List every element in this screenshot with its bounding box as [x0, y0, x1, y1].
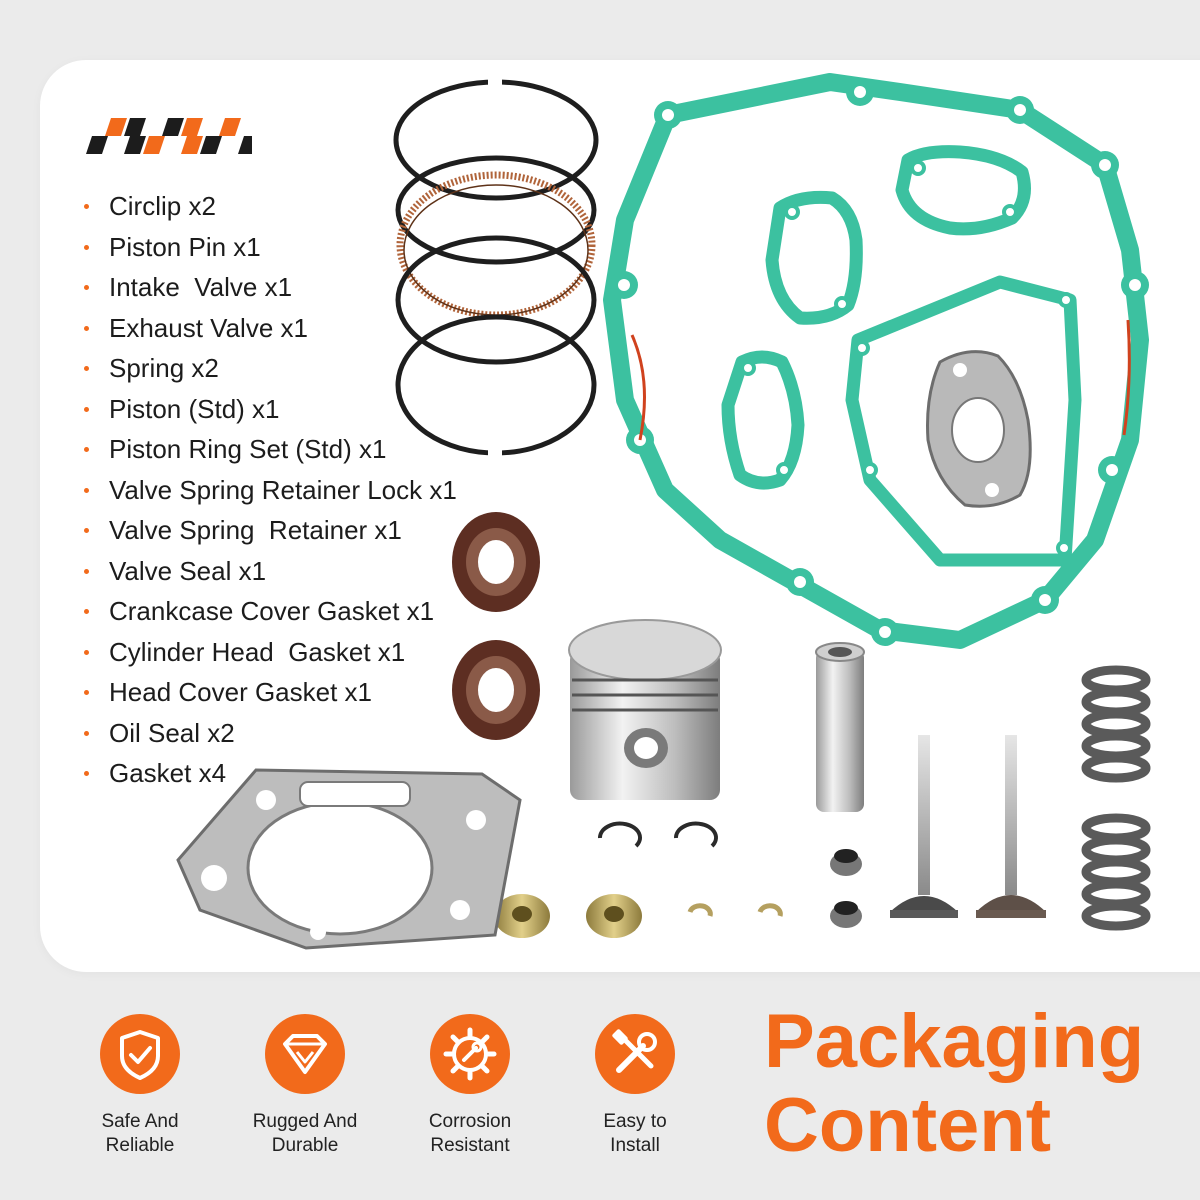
oil-seals	[452, 512, 540, 740]
packaging-content-title: Packaging Content	[764, 999, 1145, 1168]
list-item: Valve Spring Retainer x1	[84, 510, 457, 551]
parts-list: Circlip x2 Piston Pin x1 Intake Valve x1…	[84, 186, 457, 794]
list-item: Exhaust Valve x1	[84, 308, 457, 349]
bullet-icon	[84, 204, 89, 209]
piston-pin	[815, 642, 865, 812]
circlips	[597, 821, 718, 848]
list-item: Spring x2	[84, 348, 457, 389]
shield-check-icon	[100, 1014, 180, 1094]
bullet-icon	[84, 366, 89, 371]
valve-seals	[830, 849, 862, 928]
bullet-icon	[84, 447, 89, 452]
product-photo	[176, 73, 1151, 950]
list-item: Piston (Std) x1	[84, 389, 457, 430]
list-item: Gasket x4	[84, 753, 457, 794]
list-item: Crankcase Cover Gasket x1	[84, 591, 457, 632]
gear-wrench-icon	[430, 1014, 510, 1094]
list-item: Circlip x2	[84, 186, 457, 227]
head-gasket	[176, 768, 522, 950]
bullet-icon	[84, 285, 89, 290]
bullet-icon	[84, 568, 89, 574]
bullet-icon	[84, 609, 89, 614]
valve-springs	[1081, 665, 1151, 931]
small-gaskets	[721, 145, 1082, 567]
bullet-icon	[84, 771, 89, 776]
list-item: Cylinder Head Gasket x1	[84, 632, 457, 673]
piston	[568, 619, 722, 800]
list-item: Piston Ring Set (Std) x1	[84, 429, 457, 470]
checker-stripes-icon	[86, 118, 252, 154]
bullet-icon	[84, 325, 89, 331]
list-item: Oil Seal x2	[84, 713, 457, 754]
list-item: Piston Pin x1	[84, 227, 457, 268]
piston-rings	[393, 74, 599, 460]
list-item: Valve Spring Retainer Lock x1	[84, 470, 457, 511]
list-item: Valve Seal x1	[84, 551, 457, 592]
exhaust-gasket	[926, 350, 1032, 508]
bullet-icon	[84, 487, 89, 493]
list-item: Intake Valve x1	[84, 267, 457, 308]
diamond-icon	[265, 1014, 345, 1094]
bullet-icon	[84, 406, 89, 412]
bullet-icon	[84, 528, 89, 533]
valves	[890, 735, 1046, 918]
list-item: Head Cover Gasket x1	[84, 672, 457, 713]
bullet-icon	[84, 244, 89, 250]
bullet-icon	[84, 730, 89, 736]
retainers	[494, 894, 783, 938]
crankcase-gasket	[603, 73, 1149, 649]
wrench-screwdriver-icon	[595, 1014, 675, 1094]
bullet-icon	[84, 690, 89, 695]
bullet-icon	[84, 649, 89, 655]
